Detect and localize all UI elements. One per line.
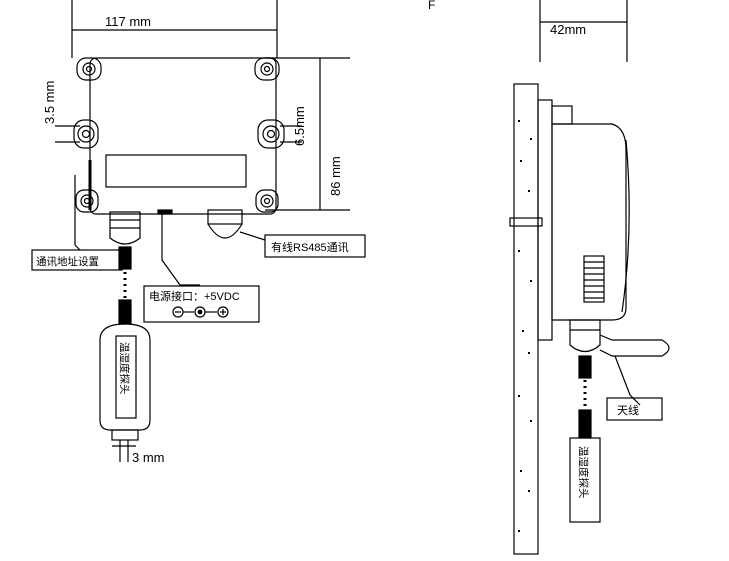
mount-hole (260, 194, 274, 208)
callout-line (161, 214, 200, 286)
probe-body (99, 323, 151, 431)
display-window (105, 154, 247, 188)
probe-cable (578, 355, 592, 379)
antenna-curve (621, 139, 630, 313)
mount-hole (82, 62, 96, 76)
mount-ear (254, 57, 280, 81)
wall-plate (513, 83, 539, 555)
mount-hole (263, 65, 271, 73)
probe-label-box (115, 335, 137, 419)
mount-hole (81, 129, 91, 139)
housing-top (551, 105, 573, 125)
power-symbol (197, 309, 203, 315)
mount-hole (77, 125, 95, 143)
mount-ear (255, 189, 279, 213)
mount-bracket (537, 99, 553, 341)
cable-gland (207, 223, 243, 239)
vent-grill (583, 255, 605, 303)
antenna (599, 334, 670, 357)
cable-gland (109, 211, 141, 245)
antenna-label: 天线 (617, 403, 639, 417)
probe-front-label: 温湿度探头 (118, 342, 131, 395)
probe-cable (118, 299, 132, 325)
callout-line (614, 355, 641, 406)
address-setting-box (31, 249, 123, 271)
power-port-box (143, 285, 260, 323)
mount-ear (76, 57, 102, 81)
depth-dimension-label: 42mm (550, 22, 586, 37)
probe-body (569, 437, 601, 523)
width-dimension-label: 117 mm (105, 14, 151, 29)
mount-hole (266, 129, 276, 139)
address-setting-label: 通讯地址设置 (36, 255, 99, 268)
right-hole-offset-label: 6.5mm (292, 106, 307, 146)
mount-ear (73, 119, 99, 149)
bracket-clip (509, 217, 543, 227)
rs485-box (264, 234, 366, 258)
callout-line (74, 175, 81, 251)
mount-hole (80, 194, 94, 208)
power-port-label: 电源接口：+5VDC (149, 289, 240, 303)
housing-side (551, 123, 627, 321)
cable-gland (207, 209, 243, 225)
mount-ear (257, 119, 285, 149)
mount-hole (260, 62, 274, 76)
callout-line (239, 231, 266, 241)
probe-cable (578, 409, 592, 439)
power-port (157, 209, 173, 215)
mount-hole (85, 65, 93, 73)
cable-gland (569, 319, 601, 353)
height-dimension-label: 86 mm (328, 156, 343, 196)
probe-diameter-label: 3 mm (132, 450, 165, 465)
probe-side-label: 温湿度探头 (577, 446, 590, 499)
mount-hole (263, 197, 271, 205)
mount-hole (262, 125, 280, 143)
rs485-label: 有线RS485通讯 (271, 240, 349, 254)
enclosure-body (89, 57, 277, 215)
probe-tip (111, 429, 139, 441)
antenna-box (606, 397, 663, 421)
power-symbol (217, 306, 229, 318)
mount-ear (75, 189, 99, 213)
left-hole-offset-label: 3.5 mm (42, 81, 57, 124)
stray-mark: F (428, 0, 435, 12)
